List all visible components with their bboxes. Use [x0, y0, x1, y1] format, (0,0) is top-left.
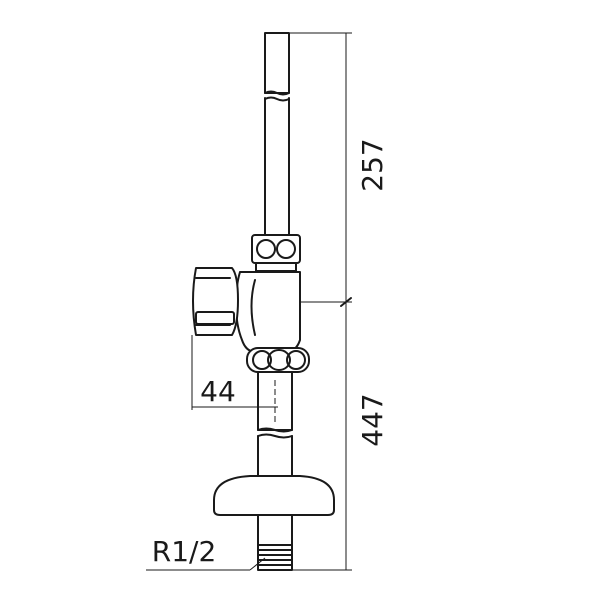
upper-nut: [251, 234, 301, 272]
dimension-447-label: 447: [356, 393, 389, 446]
valve-body: [235, 271, 301, 353]
dimension-lines: [146, 32, 352, 571]
lower-pipe: [257, 371, 293, 486]
dimension-44-label: 44: [200, 375, 236, 408]
upper-pipe: [264, 32, 290, 241]
wall-flange: [213, 475, 335, 516]
thread-size-label: R1/2: [152, 535, 217, 568]
side-handle: [192, 267, 239, 336]
threaded-end: [257, 514, 293, 571]
dimension-257-label: 257: [356, 138, 389, 191]
lower-nut: [246, 347, 310, 373]
